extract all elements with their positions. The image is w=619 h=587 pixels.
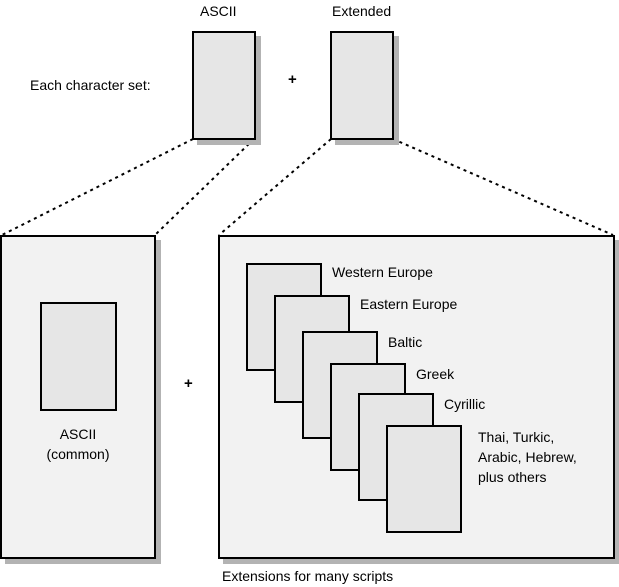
label-greek: Greek [416,366,455,382]
ascii-common-label-line2: (common) [46,446,110,462]
label-other-scripts-line2: Arabic, Hebrew, [478,449,577,465]
page-other-scripts [386,425,462,533]
ascii-set-box [192,31,256,140]
extended-set-box [330,31,394,140]
ascii-connector-right [154,138,255,236]
label-other-scripts-line1: Thai, Turkic, [478,429,555,445]
extended-connector-left [218,138,332,236]
label-other-scripts-line3: plus others [478,469,547,485]
label-baltic: Baltic [388,334,423,350]
extended-connector-right [392,138,614,236]
plus-sign-top: + [288,71,297,88]
extended-set-label: Extended [332,3,392,19]
ascii-connector-left [1,138,194,236]
plus-sign-middle: + [184,375,193,392]
label-cyrillic: Cyrillic [444,396,486,412]
extensions-caption: Extensions for many scripts [222,568,394,584]
ascii-detail-panel: ASCII (common) [0,235,156,559]
label-eastern-europe: Eastern Europe [360,296,458,312]
extended-detail-panel: Western Europe Eastern Europe Baltic Gre… [218,235,615,559]
ascii-common-label-line1: ASCII [59,426,97,442]
ascii-common-box [40,302,117,411]
each-character-set-label: Each character set: [30,77,151,93]
ascii-set-label: ASCII [200,3,237,19]
label-western-europe: Western Europe [332,264,433,280]
